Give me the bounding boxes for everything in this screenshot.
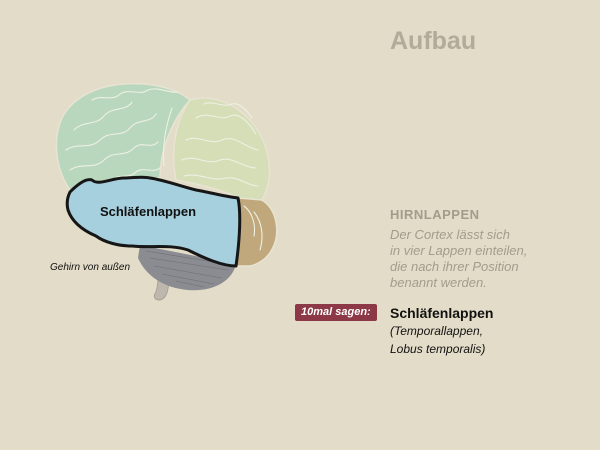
gyri-texture [65, 88, 263, 251]
parietal-lobe [172, 97, 271, 201]
section-description: Der Cortex lässt sich in vier Lappen ein… [390, 227, 590, 291]
page-title: Aufbau [390, 27, 477, 55]
temporal-lobe-label: Schläfenlappen [100, 204, 196, 219]
frontal-lobe [55, 82, 192, 191]
term-block: Schläfenlappen (Temporallappen, Lobus te… [390, 304, 493, 358]
practice-badge: 10mal sagen: [295, 304, 377, 321]
occipital-lobe [235, 195, 278, 267]
description-line: benannt werden. [390, 275, 487, 290]
description-line: die nach ihrer Position [390, 259, 519, 274]
term-synonym: Lobus temporalis) [390, 342, 486, 356]
brain-caption: Gehirn von außen [50, 262, 131, 273]
section-heading: HIRNLAPPEN [390, 207, 480, 222]
temporal-lobe [65, 175, 242, 268]
term-synonym: (Temporallappen, [390, 324, 483, 338]
term-name: Schläfenlappen [390, 305, 494, 321]
cerebellum [138, 245, 236, 291]
description-line: in vier Lappen einteilen, [390, 243, 528, 258]
description-line: Der Cortex lässt sich [390, 227, 510, 242]
